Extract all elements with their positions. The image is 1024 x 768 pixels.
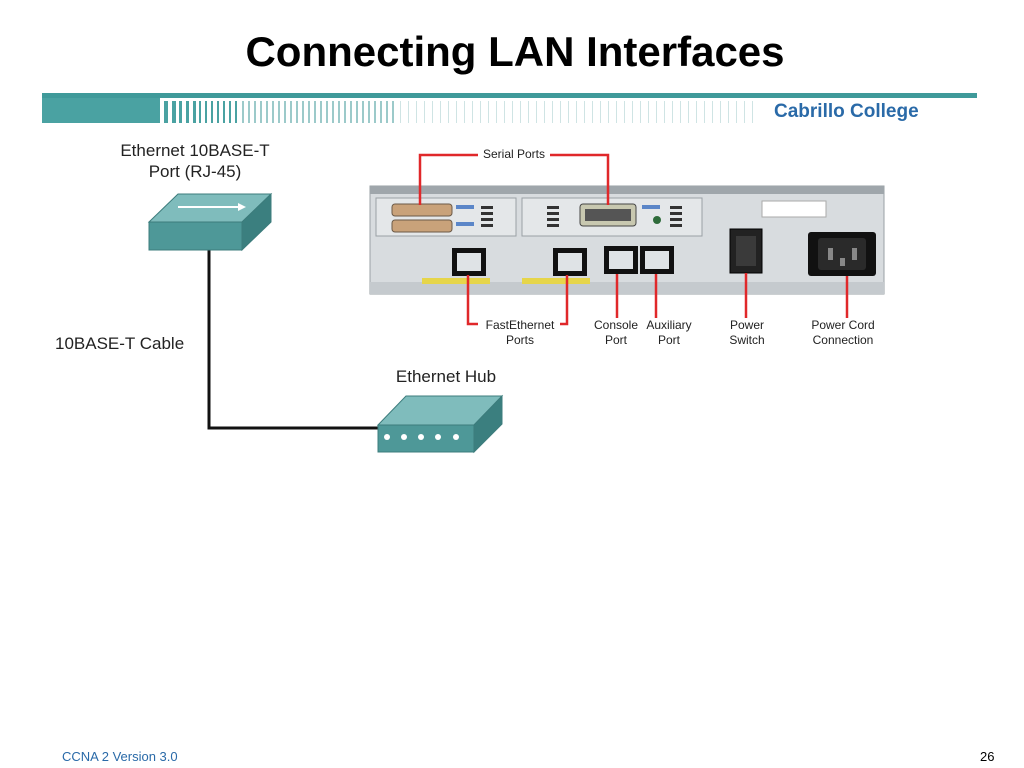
label-fastethernet-line2: Ports [505, 333, 534, 347]
label-console: Console Port [586, 318, 646, 348]
label-fastethernet-line1: FastEthernet [485, 318, 555, 332]
banner-top-line [42, 93, 977, 98]
label-cable: 10BASE-T Cable [55, 334, 185, 353]
banner-stripes [42, 98, 753, 123]
ethernet-cable [207, 250, 380, 430]
label-power-cord-line2: Connection [812, 333, 874, 347]
label-power-switch-line1: Power [729, 318, 764, 332]
label-auxiliary-line1: Auxiliary [646, 318, 692, 332]
ethernet-port-box [147, 192, 273, 252]
label-auxiliary-line2: Port [657, 333, 680, 347]
callout-serial-right [550, 153, 610, 205]
label-power-switch: Power Switch [716, 318, 778, 348]
label-auxiliary: Auxiliary Port [638, 318, 700, 348]
label-ethernet-port-line2: Port (RJ-45) [148, 162, 242, 182]
ethernet-hub [376, 394, 504, 454]
label-console-line2: Port [604, 333, 627, 347]
footer-course: CCNA 2 Version 3.0 [62, 749, 178, 764]
label-power-cord: Power Cord Connection [800, 318, 886, 348]
label-ethernet-port-line1: Ethernet 10BASE-T [120, 141, 270, 160]
page-number: 26 [980, 749, 995, 764]
callout-serial-left [418, 153, 478, 205]
label-fastethernet: FastEthernet Ports [478, 318, 562, 348]
callout-lines [418, 153, 849, 326]
label-hub: Ethernet Hub [395, 367, 497, 386]
router-panel [369, 185, 885, 295]
brand-name: Cabrillo College [774, 101, 919, 122]
label-power-switch-line2: Switch [729, 333, 765, 347]
label-console-line1: Console [593, 318, 639, 332]
label-serial-ports: Serial Ports [482, 147, 546, 161]
slide-title: Connecting LAN Interfaces [245, 28, 785, 75]
callout-fastethernet-right [560, 275, 569, 326]
callout-fastethernet-left [466, 275, 478, 326]
header-banner [42, 93, 977, 123]
label-ethernet-port: Ethernet 10BASE-T Port (RJ-45) [110, 140, 280, 183]
label-power-cord-line1: Power Cord [811, 318, 875, 332]
